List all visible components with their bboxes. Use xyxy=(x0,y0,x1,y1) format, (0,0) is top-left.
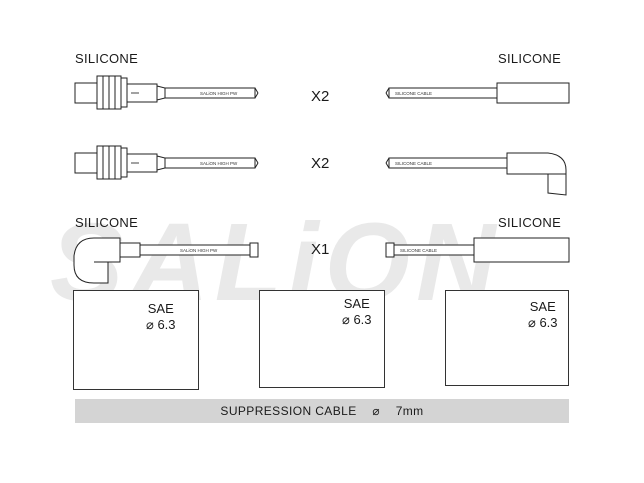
label-silicone-top-right: SILICONE xyxy=(498,51,562,66)
row1-right-cable xyxy=(385,82,570,104)
row2-left-cable xyxy=(164,157,259,169)
row1-left-cable xyxy=(164,87,259,99)
row1-right-print: SILICONE CABLE xyxy=(395,91,432,96)
label-silicone-mid-left: SILICONE xyxy=(75,215,139,230)
diameter-symbol-1: ⌀ xyxy=(146,317,154,332)
diameter-symbol-3: ⌀ xyxy=(528,315,536,330)
connector-diameter-3: 6.3 xyxy=(539,315,558,330)
row3-right-print: SILICONE CABLE xyxy=(400,248,437,253)
row2-left-print: SALiON HIGH PW xyxy=(200,161,238,166)
footer-size: 7mm xyxy=(395,404,424,418)
row2-right-print: SILICONE CABLE xyxy=(395,161,432,166)
connector-spec-3: SAE ⌀ 6.3 xyxy=(528,299,558,331)
label-silicone-top-left: SILICONE xyxy=(75,51,139,66)
connector-diameter-1: 6.3 xyxy=(157,317,176,332)
row3-left-print: SALiON HIGH PW xyxy=(180,248,218,253)
connector-box-1: SAE ⌀ 6.3 xyxy=(73,290,199,390)
footer-diameter-symbol: ⌀ xyxy=(372,404,380,418)
suppression-cable-text: SUPPRESSION CABLE ⌀ 7mm xyxy=(75,404,569,418)
row1-left-plug-end xyxy=(74,75,166,110)
suppression-cable-bar: SUPPRESSION CABLE ⌀ 7mm xyxy=(75,399,569,423)
connector-standard-2: SAE xyxy=(343,296,370,311)
footer-label: SUPPRESSION CABLE xyxy=(220,404,357,418)
connector-box-2: SAE ⌀ 6.3 xyxy=(259,290,385,388)
connector-spec-1: SAE ⌀ 6.3 xyxy=(146,301,176,333)
row3-right-cable xyxy=(385,237,570,263)
label-silicone-mid-right: SILICONE xyxy=(498,215,562,230)
row3-left-cable xyxy=(139,242,259,258)
connector-diameter-2: 6.3 xyxy=(353,312,372,327)
row3-left-plug-end xyxy=(73,237,141,284)
connector-box-3: SAE ⌀ 6.3 xyxy=(445,290,569,386)
row2-left-plug-end xyxy=(74,145,166,180)
connector-standard-1: SAE xyxy=(147,301,174,316)
quantity-row-2: X2 xyxy=(311,155,330,172)
row2-right-cable xyxy=(385,152,567,196)
quantity-row-3: X1 xyxy=(311,241,330,258)
diameter-symbol-2: ⌀ xyxy=(342,312,350,327)
connector-standard-3: SAE xyxy=(529,299,556,314)
connector-spec-2: SAE ⌀ 6.3 xyxy=(342,296,372,328)
row1-left-print: SALiON HIGH PW xyxy=(200,91,238,96)
quantity-row-1: X2 xyxy=(311,88,330,105)
